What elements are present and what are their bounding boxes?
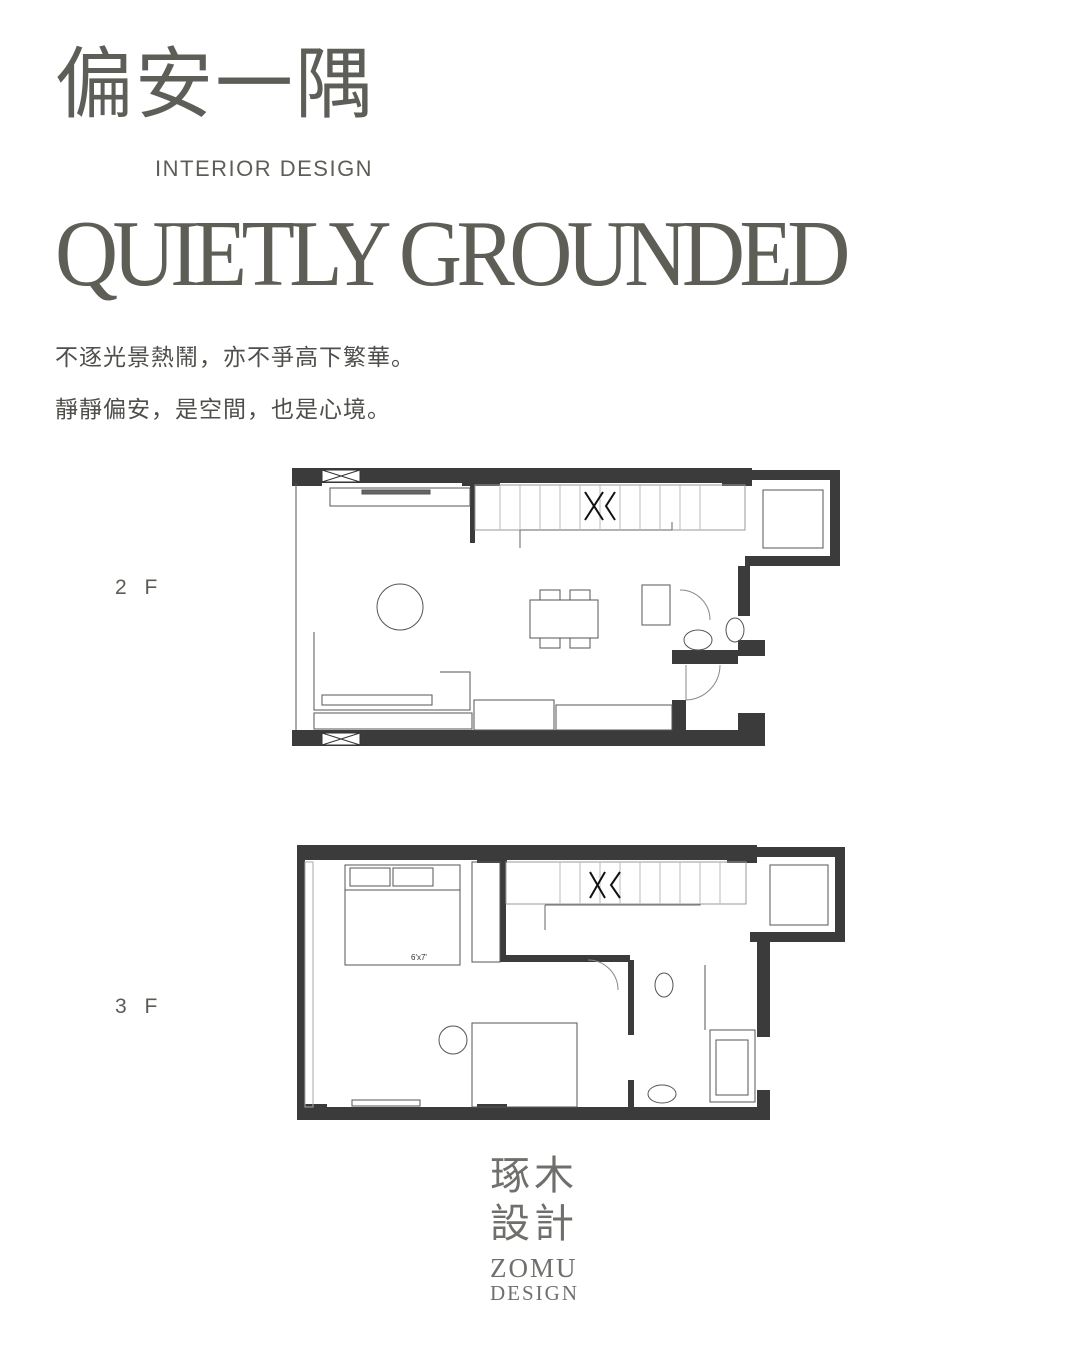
logo-cn-line-1: 琢木 (490, 1153, 578, 1199)
bed-size-label: 6'x7' (411, 953, 427, 962)
logo-en-line-1: ZOMU (490, 1253, 578, 1283)
sofa (313, 632, 471, 711)
intro-line-2: 靜靜偏安，是空間，也是心境。 (55, 396, 391, 422)
logo-cn-line-2: 設計 (490, 1201, 578, 1247)
page-title-chinese: 偏安一隅 (55, 40, 376, 130)
round-table (376, 583, 424, 631)
bed (344, 864, 461, 966)
intro-line-1: 不逐光景熱鬧，亦不爭高下繁華。 (55, 344, 415, 370)
walls-3f (297, 845, 845, 1120)
elevator-2f (762, 489, 824, 549)
staircase-3f (505, 861, 747, 930)
zomu-design-logo: 琢木 設計 ZOMU DESIGN (490, 1152, 590, 1304)
dining-table (529, 599, 599, 639)
bathtub (709, 1029, 756, 1103)
page-title-english: QUIETLY GROUNDED (55, 202, 850, 306)
logo-en-line-2: DESIGN (490, 1281, 579, 1305)
floor-plan-2f (292, 468, 840, 746)
elevator-3f (769, 864, 829, 926)
floor-label-3f: 3 F (115, 995, 164, 1018)
subtitle: INTERIOR DESIGN (155, 156, 374, 181)
floor-label-2f: 2 F (115, 576, 164, 599)
walls-2f (292, 468, 840, 746)
staircase-2f (474, 484, 746, 548)
floor-plan-3f: 6'x7' (297, 845, 845, 1120)
wardrobe (471, 1022, 578, 1108)
